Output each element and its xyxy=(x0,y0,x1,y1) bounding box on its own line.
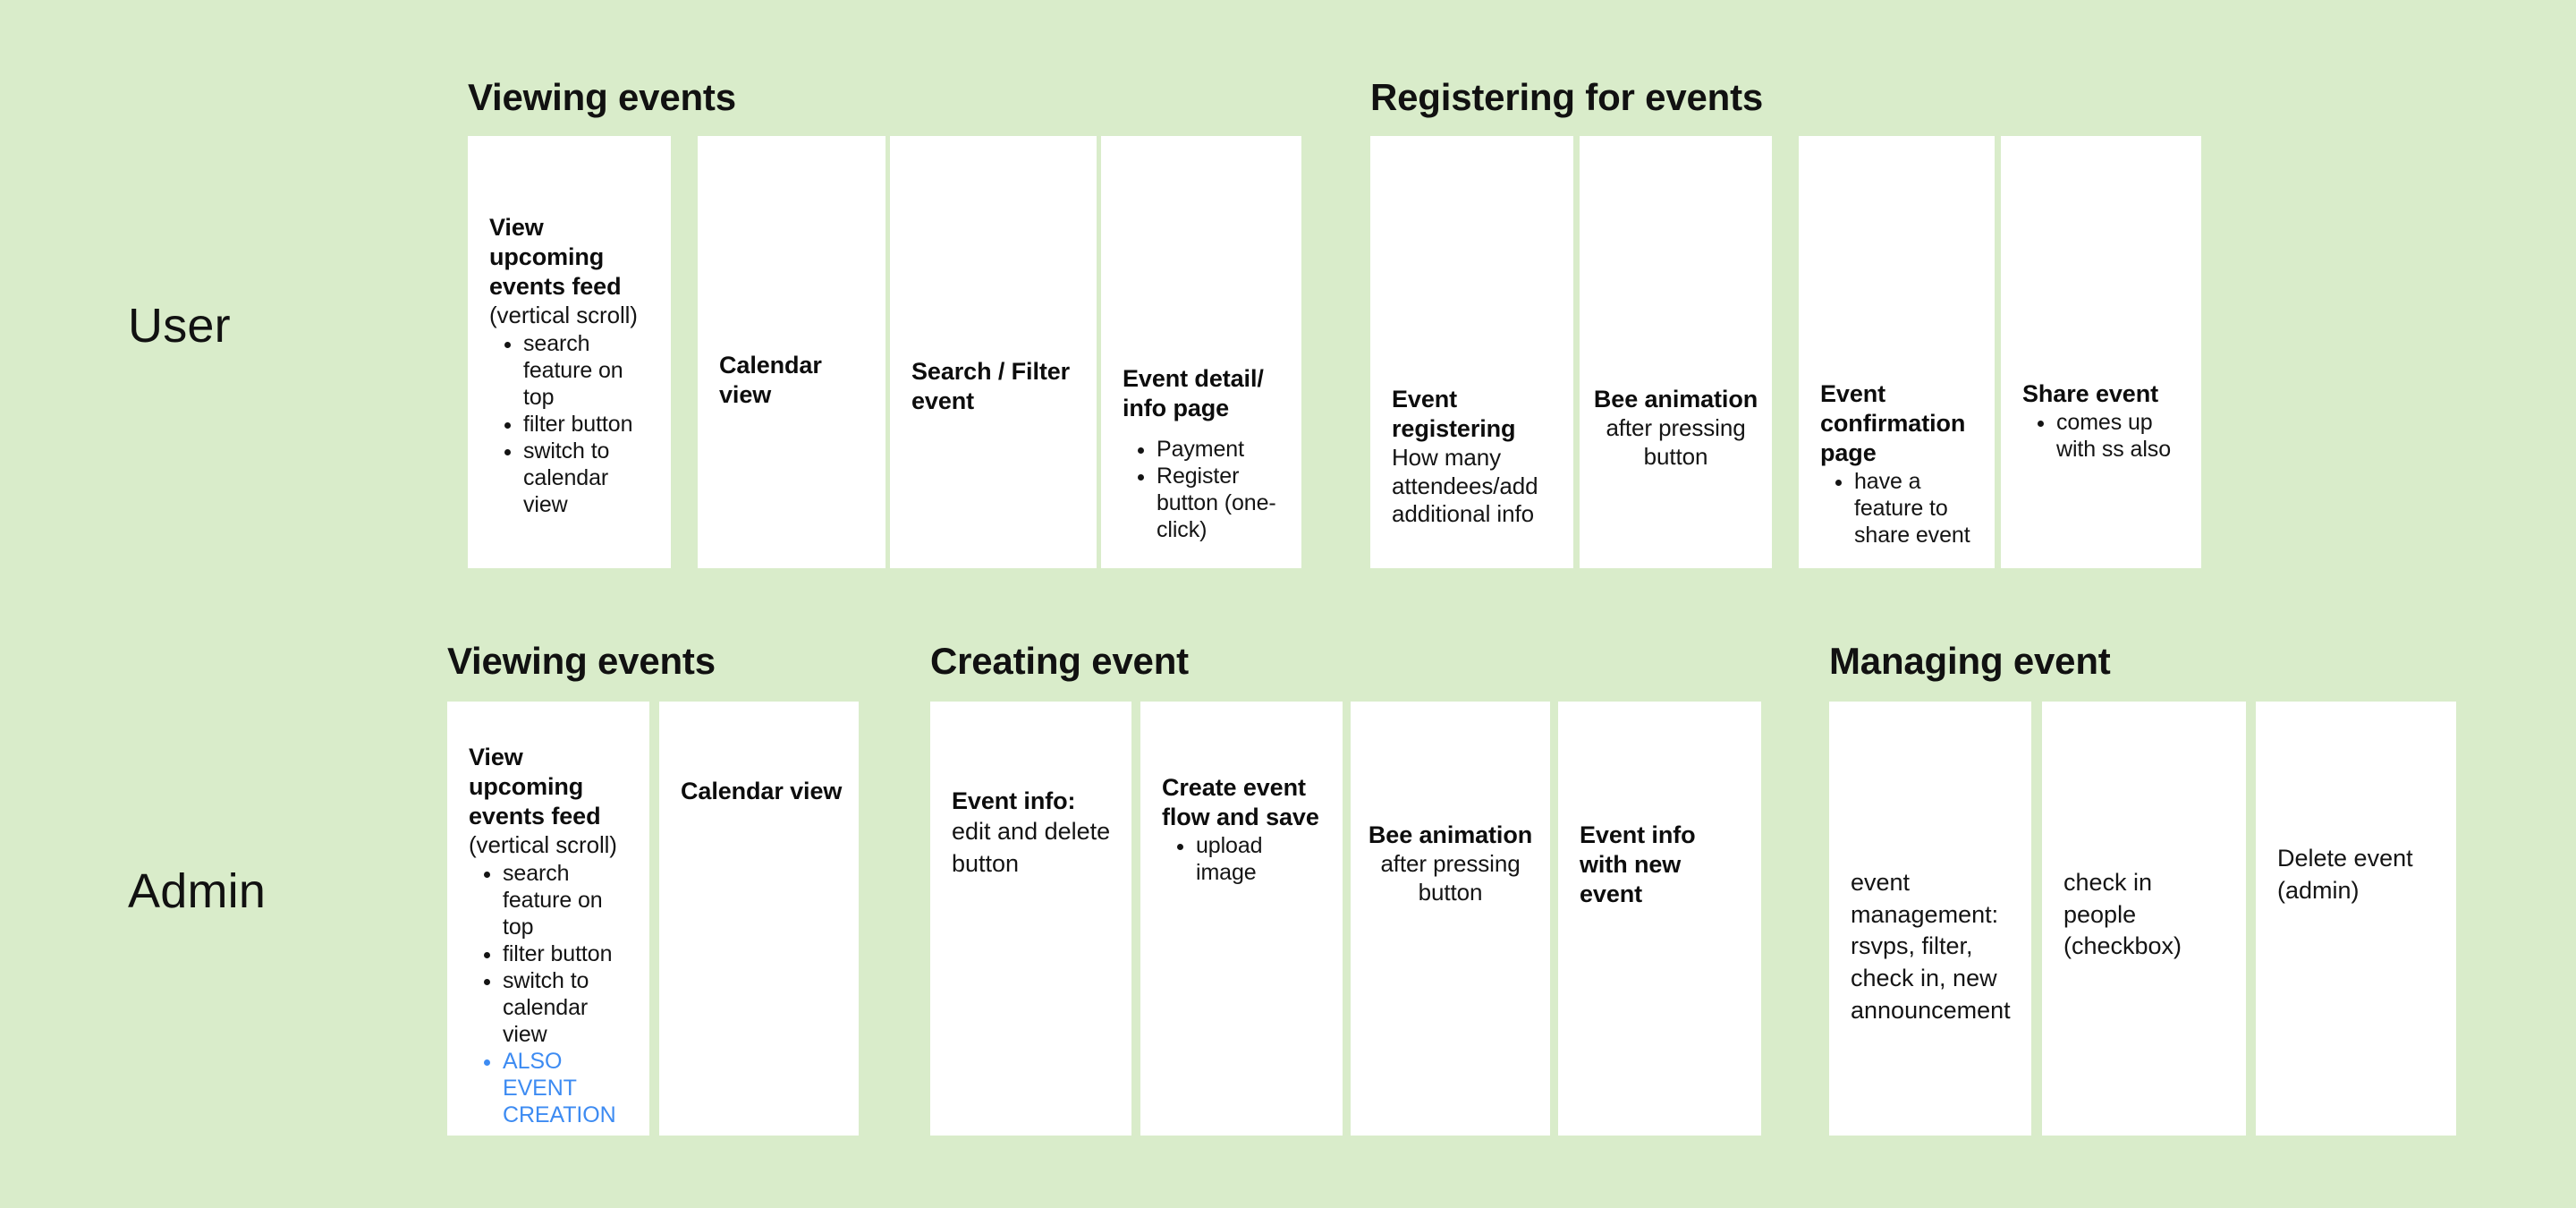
card-user-search-filter-event[interactable]: Search / Filter event xyxy=(890,136,1097,568)
card-bullet-list: upload image xyxy=(1162,832,1326,886)
card-admin-check-in-people[interactable]: check in people (checkbox) xyxy=(2042,702,2246,1136)
card-admin-delete-event[interactable]: Delete event (admin) xyxy=(2256,702,2456,1136)
card-user-event-confirmation-page[interactable]: Event confirmation page have a feature t… xyxy=(1799,136,1995,568)
card-title: Calendar view xyxy=(681,778,843,804)
list-item: Register button (one-click) xyxy=(1157,463,1285,543)
card-title: Search / Filter event xyxy=(911,358,1071,414)
list-item-accent: ALSO EVENT CREATION xyxy=(503,1048,633,1128)
card-bullet-list: have a feature to share event xyxy=(1820,468,1979,549)
card-bullet-list: comes up with ss also xyxy=(2022,409,2185,463)
lane-label-admin: Admin xyxy=(128,864,267,918)
card-subtitle: after pressing button xyxy=(1606,413,1746,470)
card-subtitle: after pressing button xyxy=(1380,849,1521,906)
card-bullet-list: Payment Register button (one-click) xyxy=(1123,436,1285,543)
list-item: have a feature to share event xyxy=(1854,468,1979,549)
card-user-share-event[interactable]: Share event comes up with ss also xyxy=(2001,136,2201,568)
card-text: Delete event (admin) xyxy=(2277,845,2413,904)
card-text: check in people (checkbox) xyxy=(2063,869,2182,960)
card-title: View upcoming events feed xyxy=(469,744,601,829)
card-admin-view-upcoming-events-feed[interactable]: View upcoming events feed (vertical scro… xyxy=(447,702,649,1136)
card-admin-bee-animation[interactable]: Bee animation after pressing button xyxy=(1351,702,1550,1136)
card-user-event-detail-info-page[interactable]: Event detail/ info page Payment Register… xyxy=(1101,136,1301,568)
section-title-user-viewing-events: Viewing events xyxy=(468,76,736,118)
card-user-calendar-view[interactable]: Calendar view xyxy=(698,136,886,568)
card-subtitle: How many attendees/add additional info xyxy=(1392,443,1538,528)
list-item: search feature on top xyxy=(503,860,633,940)
section-title-admin-viewing-events: Viewing events xyxy=(447,640,716,682)
card-title: View upcoming events feed xyxy=(489,214,622,300)
card-text: event management: rsvps, filter, check i… xyxy=(1851,869,2011,1024)
card-admin-create-event-flow-and-save[interactable]: Create event flow and save upload image xyxy=(1140,702,1343,1136)
section-title-admin-managing-event: Managing event xyxy=(1829,640,2111,682)
list-item: comes up with ss also xyxy=(2056,409,2185,463)
card-admin-event-management[interactable]: event management: rsvps, filter, check i… xyxy=(1829,702,2031,1136)
card-title: Share event xyxy=(2022,380,2158,407)
list-item: upload image xyxy=(1196,832,1326,886)
section-title-admin-creating-event: Creating event xyxy=(930,640,1189,682)
card-admin-event-info-with-new-event[interactable]: Event info with new event xyxy=(1558,702,1761,1136)
lane-label-user: User xyxy=(128,299,231,353)
card-subtitle: edit and delete button xyxy=(952,817,1111,877)
card-title: Event info with new event xyxy=(1580,821,1696,907)
card-subtitle: (vertical scroll) xyxy=(469,830,617,858)
card-title: Event confirmation page xyxy=(1820,380,1966,466)
card-title: Calendar view xyxy=(719,352,822,408)
card-subtitle: (vertical scroll) xyxy=(489,301,638,328)
section-title-user-registering-for-events: Registering for events xyxy=(1370,76,1764,118)
card-title: Create event flow and save xyxy=(1162,774,1319,830)
list-item: Payment xyxy=(1157,436,1285,463)
card-title: Event info: xyxy=(952,787,1076,814)
card-title: Event detail/ info page xyxy=(1123,365,1264,421)
list-item: search feature on top xyxy=(523,330,655,411)
card-title: Bee animation xyxy=(1368,821,1533,848)
card-user-view-upcoming-events-feed[interactable]: View upcoming events feed (vertical scro… xyxy=(468,136,671,568)
card-admin-event-info-edit-delete[interactable]: Event info: edit and delete button xyxy=(930,702,1131,1136)
list-item: switch to calendar view xyxy=(523,438,655,518)
card-admin-calendar-view[interactable]: Calendar view xyxy=(659,702,859,1136)
list-item: filter button xyxy=(503,940,633,967)
card-user-event-registering[interactable]: Event registering How many attendees/add… xyxy=(1370,136,1573,568)
list-item: switch to calendar view xyxy=(503,967,633,1048)
list-item: filter button xyxy=(523,411,655,438)
card-bullet-list: search feature on top filter button swit… xyxy=(489,330,655,518)
card-title: Bee animation xyxy=(1593,386,1758,413)
card-user-bee-animation[interactable]: Bee animation after pressing button xyxy=(1580,136,1772,568)
card-title: Event registering xyxy=(1392,386,1516,442)
card-bullet-list: search feature on top filter button swit… xyxy=(469,860,633,1128)
